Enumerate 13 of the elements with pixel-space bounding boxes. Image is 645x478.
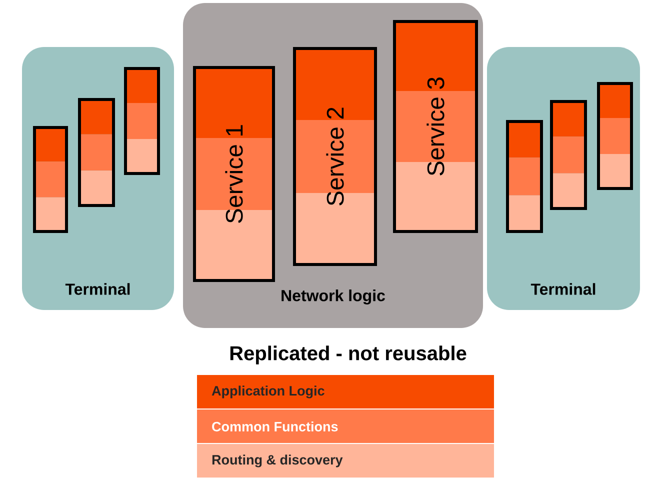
caption: Replicated - not reusable [230,346,466,364]
stacked-bar [597,82,633,190]
stacked-bar [78,98,115,207]
legend-label: Routing & discovery [212,454,343,468]
service-block: Service 2 [293,47,377,266]
legend-label: Common Functions [212,422,338,432]
legend-label: Application Logic [212,386,324,398]
stacked-bar [124,67,160,175]
stacked-bar [550,100,587,210]
service-block: Service 1 [193,66,275,282]
stacked-bar [506,120,543,233]
service-block: Service 3 [393,20,478,233]
stacked-bar [33,126,68,233]
